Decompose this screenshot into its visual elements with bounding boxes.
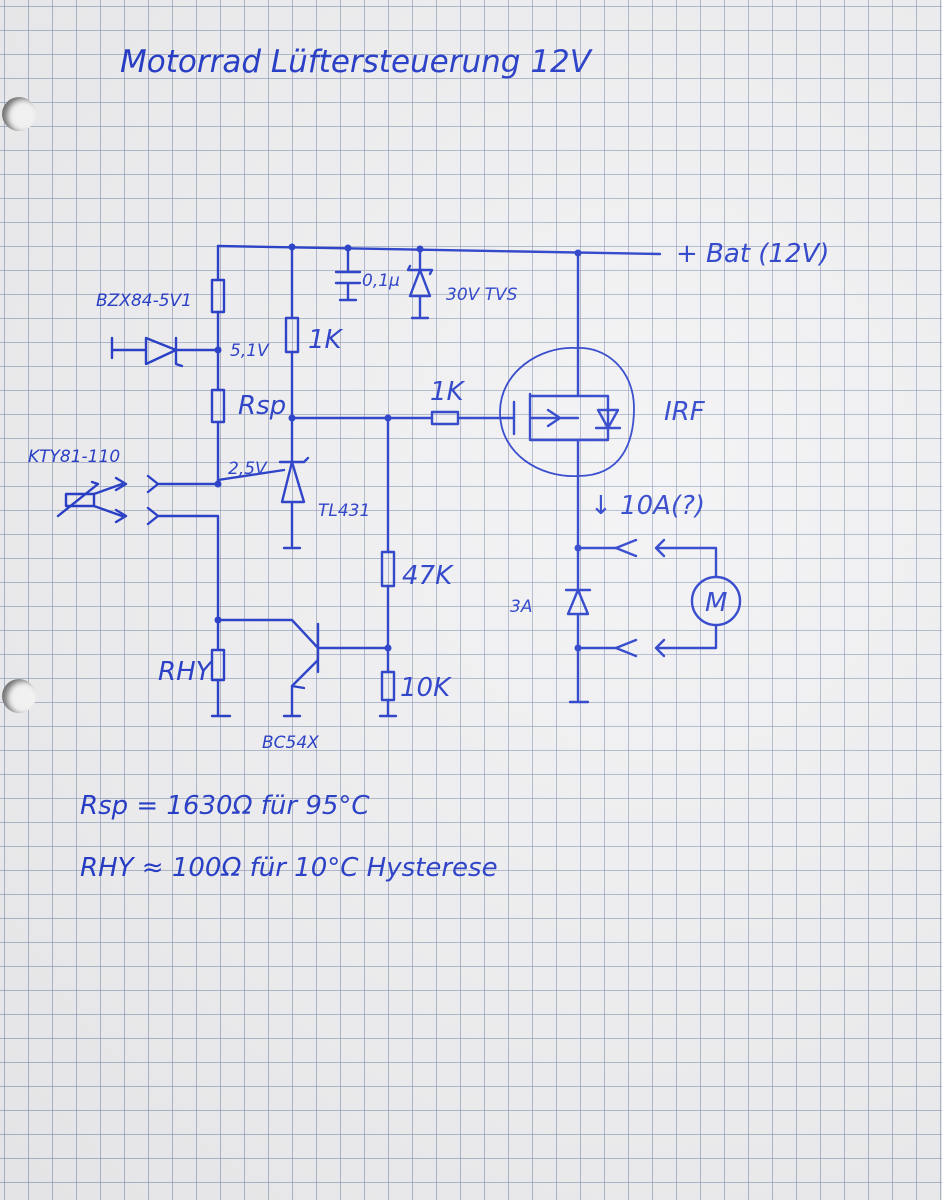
resistor-1k-gate <box>430 410 460 426</box>
voltage-5v1-label: 5,1V <box>230 341 270 361</box>
rsp-label: Rsp <box>238 391 286 421</box>
sensor-kty81-symbol <box>56 476 128 524</box>
capacitor-label: 0,1µ <box>362 271 400 291</box>
resistor-10k <box>380 670 396 702</box>
zener-diode-bzx84 <box>110 336 220 368</box>
note-rhy: RHY ≈ 100Ω für 10°C Hysterese <box>80 853 498 883</box>
capacitor-0u1 <box>334 246 362 302</box>
resistor-1k-pullup <box>284 316 300 354</box>
current-label: ↓ 10A(?) <box>590 491 705 521</box>
motor-label: M <box>705 588 727 618</box>
binder-hole-bottom <box>2 679 36 713</box>
resistor-47k <box>380 550 396 588</box>
bc54x-label: BC54X <box>262 733 319 753</box>
zener-part-label: BZX84-5V1 <box>96 291 192 311</box>
r47k-label: 47K <box>402 561 454 591</box>
diode-3a-label: 3A <box>510 597 532 617</box>
supply-label: + Bat (12V) <box>676 239 829 269</box>
tl431-label: TL431 <box>318 501 370 521</box>
tvs-diode <box>406 247 434 320</box>
resistor-rhy <box>210 648 226 682</box>
rhy-label: RHY <box>158 657 214 687</box>
supply-rail <box>216 244 662 256</box>
resistor-zener-series <box>210 278 226 314</box>
sensor-label: KTY81-110 <box>28 447 120 467</box>
resistor-rsp <box>210 388 226 424</box>
motor-symbol <box>654 538 742 658</box>
junction-base <box>384 644 392 652</box>
transistor-bc54x <box>216 618 390 718</box>
tvs-label: 30V TVS <box>446 285 518 305</box>
connector-sensor <box>146 474 220 530</box>
irf-label: IRF <box>664 397 706 427</box>
connector-motor-bottom <box>576 638 638 658</box>
r1k-top-label: 1K <box>308 325 344 355</box>
r10k-label: 10K <box>400 673 452 703</box>
tl431-shunt-regulator <box>216 456 310 550</box>
mosfet-irf <box>499 251 635 490</box>
ground-rhy <box>210 678 232 718</box>
freewheel-diode-3a <box>564 546 592 704</box>
diagram-title: Motorrad Lüftersteuerung 12V <box>120 44 594 80</box>
r1k-gate-label: 1K <box>430 377 466 407</box>
voltage-2v5-label: 2,5V <box>228 459 268 479</box>
binder-hole-top <box>2 97 36 131</box>
connector-motor-top <box>614 538 638 558</box>
note-rsp: Rsp = 1630Ω für 95°C <box>80 791 370 821</box>
ground-10k <box>378 698 398 718</box>
